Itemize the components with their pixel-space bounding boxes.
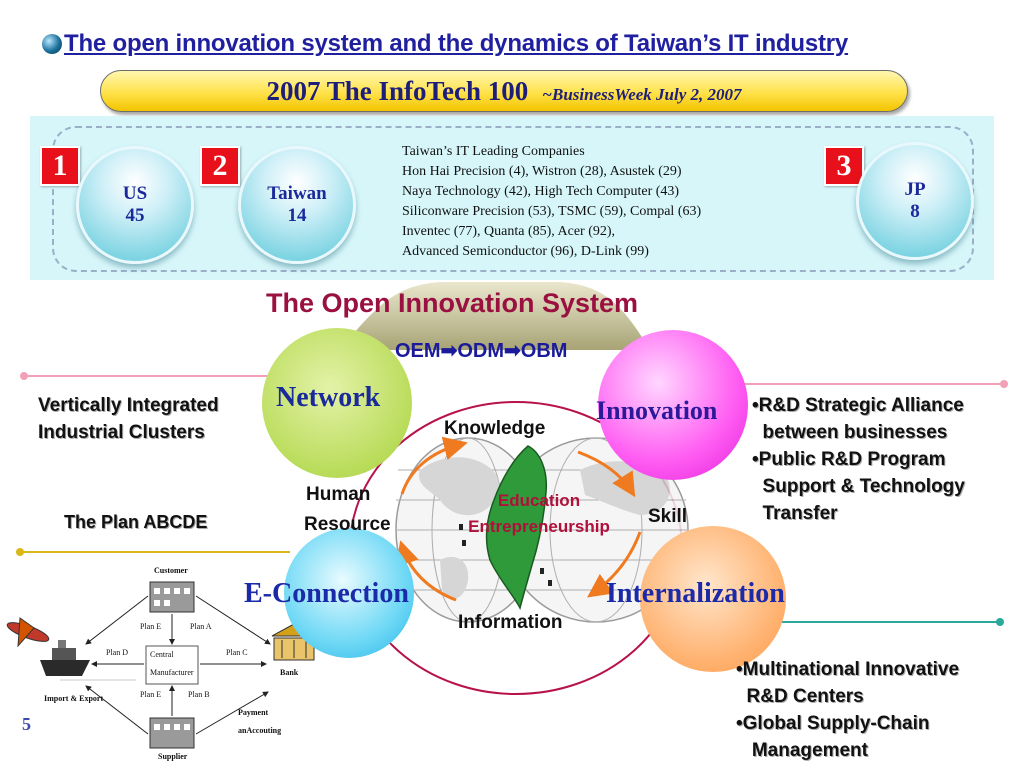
airplane-icon [6, 617, 50, 648]
rd-line: Support & Technology [752, 476, 965, 497]
companies-line: Advanced Semiconductor (96), D-Link (99) [402, 244, 649, 259]
factory-icon [149, 717, 195, 749]
central-manufacturer-box [145, 645, 199, 685]
companies-line: Inventec (77), Quanta (85), Acer (92), [402, 224, 616, 239]
network-circle [262, 328, 412, 478]
rank-badge-jp: 3 [824, 146, 864, 186]
plan-d-label: Plan D [106, 648, 128, 657]
plan-import-export: Import & Export [44, 694, 104, 703]
plan-title: The Plan ABCDE [64, 512, 208, 532]
multinational-notes: •Multinational Innovative R&D Centers •G… [736, 656, 959, 764]
right-arrow-icon: ➡ [440, 340, 458, 362]
innovation-circle [598, 330, 748, 480]
center-label: Education Entrepreneurship [444, 488, 634, 540]
country-name: JP [904, 179, 926, 200]
rd-notes: •R&D Strategic Alliance between business… [752, 392, 965, 527]
clusters-line: Vertically Integrated [38, 395, 219, 416]
country-name: US [122, 183, 148, 204]
companies-heading: Taiwan’s IT Leading Companies [402, 144, 585, 159]
plan-abcde-diagram [6, 581, 317, 749]
e-connection-circle [284, 528, 414, 658]
center-education: Education [497, 491, 581, 510]
factory-icon [149, 581, 195, 613]
innovation-label: Innovation [596, 396, 718, 425]
taiwan-island-icon [485, 445, 548, 611]
plan-a-label: Plan A [190, 622, 212, 631]
multi-line: R&D Centers [736, 686, 864, 707]
multi-line: Management [736, 740, 868, 761]
model-oem: OEM [395, 340, 441, 362]
arrow-human-to-knowledge [400, 436, 468, 495]
banner-source: ~BusinessWeek July 2, 2007 [542, 85, 742, 104]
taiwan-companies-list: Taiwan’s IT Leading Companies Hon Hai Pr… [402, 142, 701, 262]
flow-knowledge: Knowledge [444, 418, 546, 439]
model-obm: OBM [520, 340, 568, 362]
arrow-skill-to-information [587, 531, 642, 598]
plan-c-label: Plan C [226, 648, 248, 657]
clusters-line: Industrial Clusters [38, 422, 205, 443]
plan-bank: Bank [280, 668, 299, 677]
page-title: The open innovation system and the dynam… [64, 30, 849, 57]
banner-main: 2007 The InfoTech 100 [266, 76, 529, 106]
rd-line: between businesses [752, 422, 948, 443]
rd-line: •Public R&D Program [752, 449, 946, 470]
internalization-circle [640, 526, 786, 672]
model-odm: ODM [457, 340, 504, 362]
rank-badge-us: 1 [40, 146, 80, 186]
country-count: 45 [125, 205, 145, 226]
page-number: 5 [22, 714, 31, 734]
companies-line: Naya Technology (42), High Tech Computer… [402, 184, 680, 199]
globe-bullet-icon [42, 34, 62, 54]
center-entrepreneurship: Entrepreneurship [468, 517, 610, 536]
country-bubble-taiwan: Taiwan 14 [238, 146, 356, 264]
country-count: 8 [910, 201, 920, 222]
infotech-banner: 2007 The InfoTech 100 ~BusinessWeek July … [100, 70, 908, 112]
plan-supplier: Supplier [158, 752, 188, 761]
flow-human: Human [306, 484, 371, 505]
flow-skill: Skill [648, 506, 688, 527]
arrow-information-to-human [395, 540, 457, 602]
country-bubble-jp: JP 8 [856, 142, 974, 260]
ship-icon [40, 640, 90, 676]
flow-information: Information [458, 612, 563, 633]
flow-resource: Resource [304, 514, 391, 535]
plan-payment: Payment [238, 708, 269, 717]
arrow-knowledge-to-skill [577, 450, 636, 498]
funnel-shape [340, 282, 650, 350]
plan-manufacturer: Manufacturer [150, 668, 194, 677]
e-connection-label: E-Connection [244, 578, 409, 609]
companies-line: Siliconware Precision (53), TSMC (59), C… [402, 204, 702, 219]
internalization-label: Internalization [606, 578, 785, 609]
country-count: 14 [287, 205, 307, 226]
multi-line: •Multinational Innovative [736, 659, 960, 680]
companies-line: Hon Hai Precision (4), Wistron (28), Asu… [402, 164, 682, 179]
country-name: Taiwan [267, 183, 327, 204]
plan-e-bottom-label: Plan E [140, 690, 162, 699]
plan-customer: Customer [154, 566, 188, 575]
plan-central: Central [150, 650, 174, 659]
rd-line: •R&D Strategic Alliance [752, 395, 964, 416]
plan-b-label: Plan B [188, 690, 210, 699]
multi-line: •Global Supply-Chain [736, 713, 930, 734]
plan-accounting: anAccouting [238, 726, 282, 735]
clusters-note: Vertically Integrated Industrial Cluster… [38, 392, 219, 446]
model-path: OEM➡ODM➡OBM [395, 338, 567, 363]
plan-e-top-label: Plan E [140, 622, 162, 631]
country-bubble-us: US 45 [76, 146, 194, 264]
network-label: Network [276, 382, 381, 413]
rank-badge-taiwan: 2 [200, 146, 240, 186]
rd-line: Transfer [752, 503, 838, 524]
system-title: The Open Innovation System [266, 288, 639, 318]
right-arrow-icon: ➡ [504, 340, 521, 362]
